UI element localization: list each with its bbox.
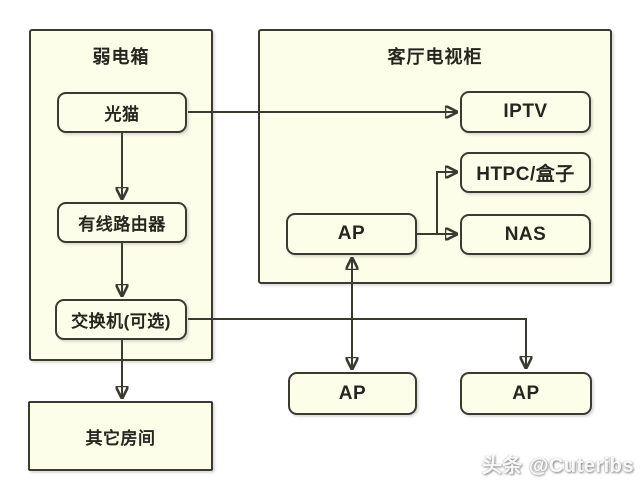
node-nas: NAS [460, 214, 591, 255]
node-ap-cabinet-label: AP [337, 223, 366, 244]
node-iptv: IPTV [460, 91, 591, 133]
node-htpc-label: HTPC/盒子 [476, 164, 575, 185]
weak-current-box-title: 弱电箱 [92, 47, 150, 67]
arrow-switch-to-bottom-right-ap [188, 318, 526, 367]
node-htpc: HTPC/盒子 [460, 152, 591, 193]
tv-cabinet-title: 客厅电视柜 [387, 47, 483, 67]
node-ap-bottom-right-label: AP [512, 382, 540, 404]
node-ap-bottom-right: AP [460, 372, 592, 415]
node-modem: 光猫 [57, 92, 187, 133]
node-ap-bottom-left: AP [288, 372, 417, 415]
node-other-rooms: 其它房间 [28, 401, 213, 471]
node-switch: 交换机(可选) [55, 299, 187, 340]
node-iptv-label: IPTV [503, 101, 548, 122]
watermark: 头条 @Cuteribs [481, 455, 634, 477]
node-router: 有线路由器 [57, 202, 187, 243]
node-modem-label: 光猫 [104, 105, 140, 124]
node-switch-label: 交换机(可选) [71, 312, 171, 331]
arrow-ap-to-htpc [417, 172, 456, 235]
node-nas-label: NAS [504, 223, 547, 245]
node-ap-bottom-left-label: AP [338, 382, 367, 404]
node-ap-cabinet: AP [286, 213, 417, 255]
node-router-label: 有线路由器 [78, 215, 166, 234]
node-other-rooms-label: 其它房间 [85, 428, 156, 448]
